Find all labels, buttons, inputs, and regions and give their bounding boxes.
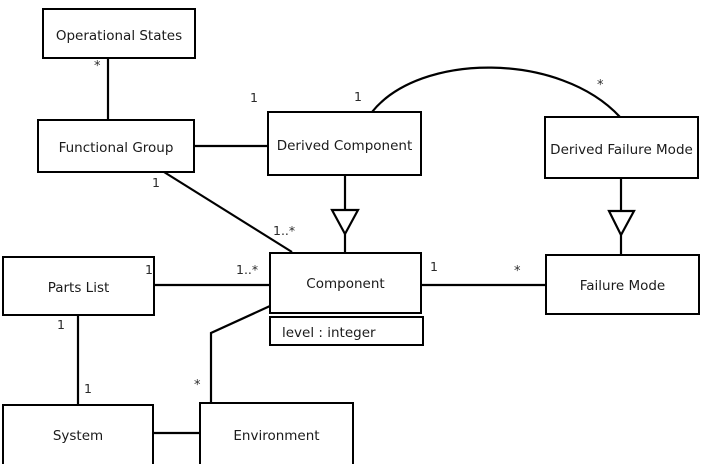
class-box-system[interactable]: System (2, 404, 154, 464)
edge-environment-component (209, 304, 271, 403)
class-name-functional-group: Functional Group (58, 140, 174, 156)
class-name-derived-failure-mode: Derived Failure Mode (550, 142, 693, 158)
class-attributes-compartment-component[interactable]: level : integer (269, 316, 424, 346)
multiplicity-functional-group-derived-component: 1 (250, 90, 258, 105)
class-name-environment: Environment (233, 428, 320, 444)
class-attribute-component-level: level : integer (282, 325, 376, 341)
class-name-derived-component: Derived Component (276, 138, 413, 154)
multiplicity-component-left: 1..* (236, 262, 259, 277)
multiplicity-functional-group-component-far: 1..* (273, 223, 296, 238)
generalization-arrowhead-component (330, 208, 360, 237)
class-box-operational-states[interactable]: Operational States (42, 8, 196, 59)
multiplicity-system-top: 1 (84, 381, 92, 396)
class-box-parts-list[interactable]: Parts List (2, 256, 155, 316)
multiplicity-operational-states-functional-group: * (94, 59, 101, 74)
class-box-derived-component[interactable]: Derived Component (267, 111, 422, 176)
multiplicity-component-right: 1 (430, 259, 438, 274)
class-name-component: Component (306, 276, 385, 292)
multiplicity-derived-component-arc-start: 1 (354, 89, 362, 104)
class-box-environment[interactable]: Environment (199, 402, 354, 464)
multiplicity-derived-failure-mode-arc-end: * (597, 78, 604, 93)
generalization-arrowhead-failure-mode (607, 209, 636, 238)
class-box-functional-group[interactable]: Functional Group (37, 119, 195, 173)
class-box-failure-mode[interactable]: Failure Mode (545, 254, 700, 315)
class-name-system: System (52, 428, 104, 444)
multiplicity-failure-mode-left: * (514, 264, 521, 279)
class-name-parts-list: Parts List (47, 280, 110, 296)
class-name-operational-states: Operational States (55, 28, 183, 44)
multiplicity-parts-list-bottom: 1 (57, 317, 65, 332)
class-box-derived-failure-mode[interactable]: Derived Failure Mode (544, 116, 699, 179)
class-name-failure-mode: Failure Mode (579, 278, 666, 294)
multiplicity-parts-list-right: 1 (145, 262, 153, 277)
multiplicity-environment-top: * (194, 378, 201, 393)
edge-functional-group-component (163, 171, 293, 253)
multiplicity-functional-group-component-near: 1 (152, 175, 160, 190)
class-box-component[interactable]: Component (269, 252, 422, 314)
edge-derived-component-derived-failure-mode-arc (370, 66, 622, 119)
